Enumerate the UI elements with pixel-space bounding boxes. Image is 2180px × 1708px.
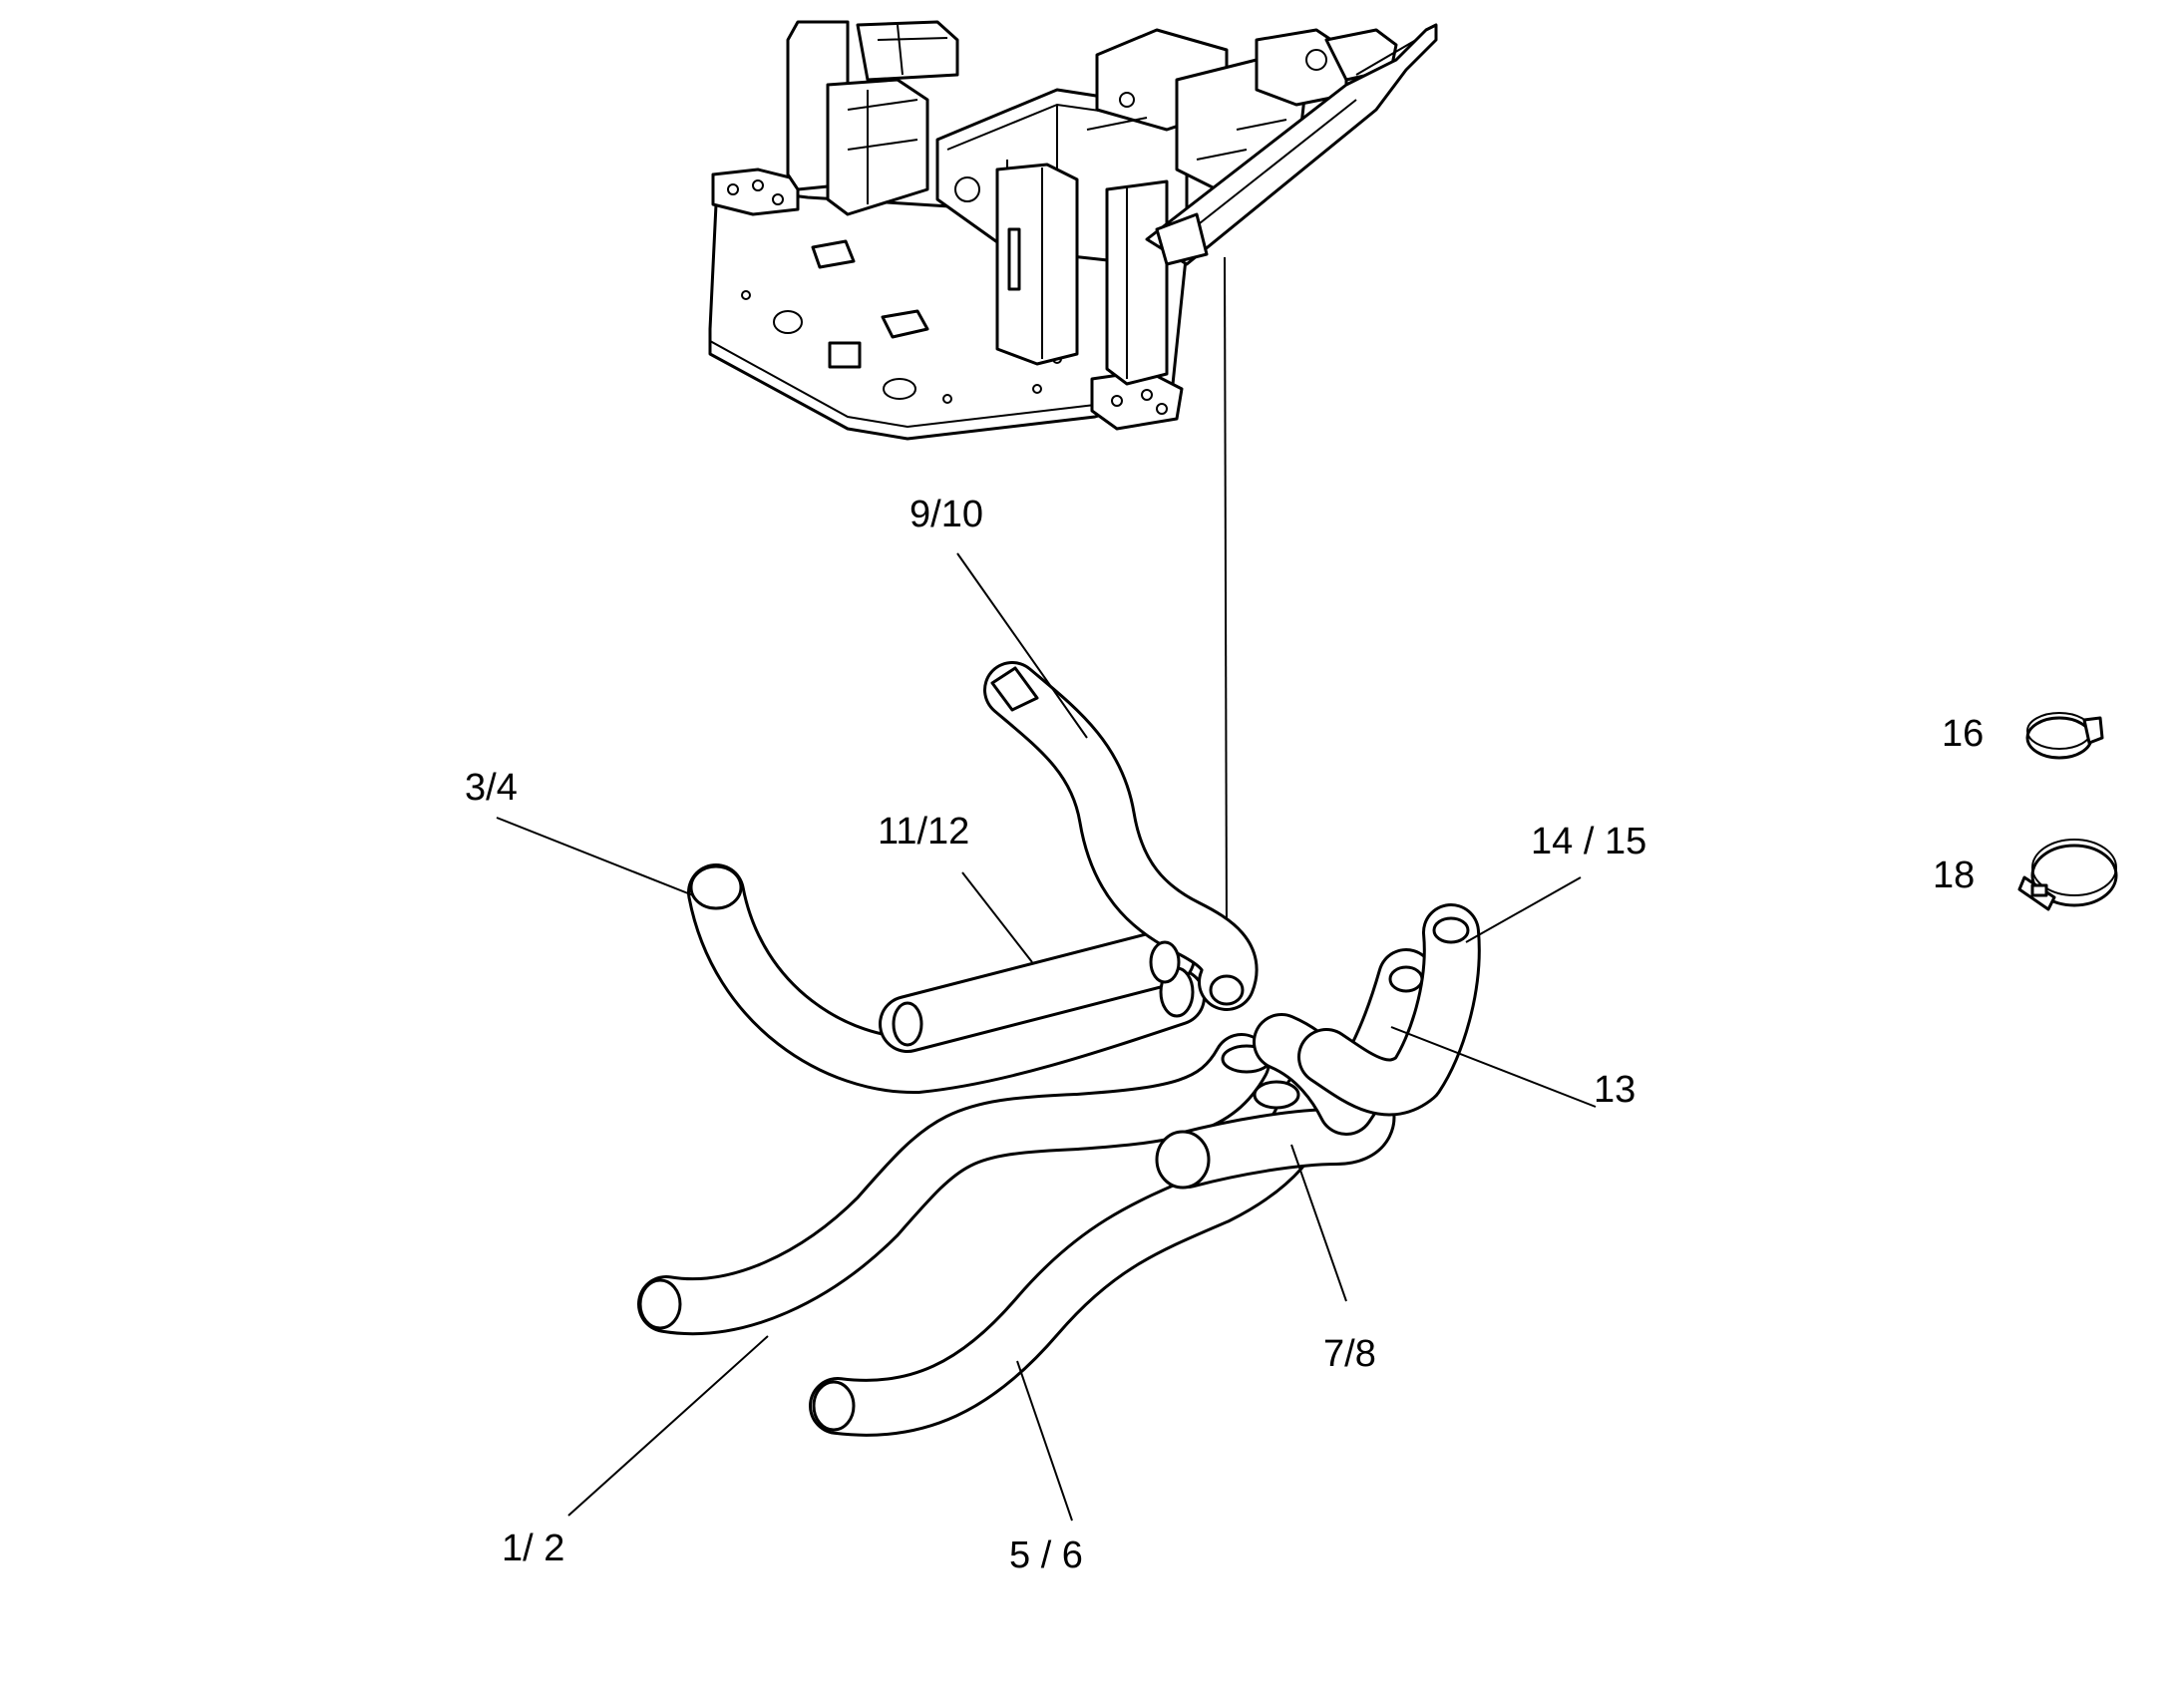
machine-frame-drawing: [708, 20, 1438, 441]
label-hose-14-15: 14 / 15: [1531, 821, 1646, 862]
hose-clamp-18-icon: [2017, 839, 2118, 911]
label-hose-7-8: 7/8: [1323, 1333, 1376, 1375]
frame-leader-line: [1224, 256, 1228, 938]
hose-clamp-16-icon: [2025, 712, 2104, 760]
label-part-16: 16: [1942, 713, 1984, 755]
label-hose-9-10: 9/10: [909, 494, 983, 535]
label-hose-5-6: 5 / 6: [1009, 1535, 1083, 1576]
label-hose-11-12: 11/12: [878, 811, 969, 853]
label-hose-1-2: 1/ 2: [502, 1528, 564, 1569]
hose-14-15: [1297, 903, 1481, 1117]
hose-1-2: [637, 1033, 1272, 1336]
leader-lines: [496, 552, 1597, 1522]
label-part-18: 18: [1933, 854, 1975, 896]
hose-3-4: [687, 863, 1206, 1095]
hose-9-10: [983, 661, 1259, 1011]
label-hose-13: 13: [1594, 1069, 1635, 1111]
label-hose-3-4: 3/4: [465, 767, 518, 809]
